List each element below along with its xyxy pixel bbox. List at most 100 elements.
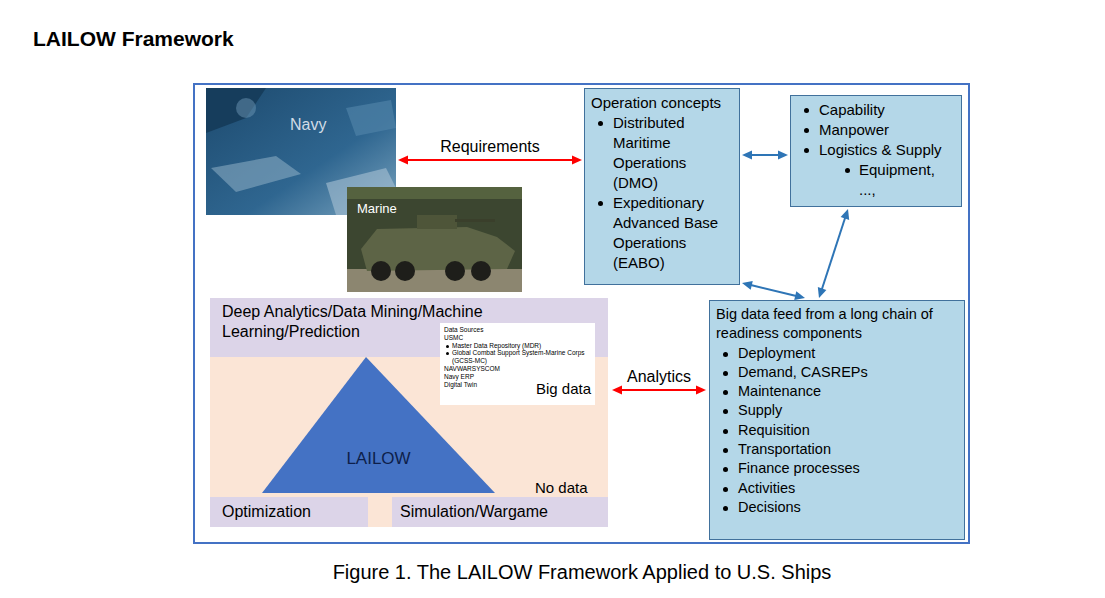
ship-shape [211, 156, 301, 192]
bullet-dot [804, 148, 809, 153]
panel-note: No data [535, 479, 588, 496]
bullet-dot [723, 506, 728, 511]
bullet-text: Capability [819, 100, 955, 120]
box-heading: Operation concepts [591, 93, 733, 113]
bullet-item: Transportation [716, 440, 958, 459]
bullet-text: Equipment, ..., [859, 160, 955, 200]
connector-line [751, 154, 779, 156]
box-text: Simulation/Wargame [400, 502, 598, 522]
concept-box: Operation conceptsDistributed Maritime O… [584, 88, 740, 285]
bullet-dot [723, 429, 728, 434]
wheel [471, 261, 491, 281]
bullet-text: Supply [738, 401, 958, 420]
analytics-panel: No dataDeep Analytics/Data Mining/Machin… [210, 298, 608, 527]
source-text: Navy ERP [444, 373, 591, 381]
edge-label: Analytics [625, 368, 693, 386]
bullet-item: Maintenance [716, 382, 958, 401]
connector [818, 209, 849, 298]
bullet-dot [804, 108, 809, 113]
bullet-item: Master Data Repository (MDR) [444, 342, 591, 350]
bullet-item: Manpower [797, 120, 955, 140]
photo-label: Navy [290, 116, 326, 134]
connector [742, 151, 788, 160]
arrow-head [778, 151, 788, 160]
bullet-item: Decisions [716, 498, 958, 517]
bullet-dot [446, 352, 449, 355]
arrow-head [794, 291, 805, 300]
trees [347, 187, 522, 199]
arrow-head [398, 156, 408, 165]
diagram-title: LAILOW Framework [33, 27, 234, 51]
triangle-fill [262, 357, 495, 493]
bullet-text: Maintenance [738, 382, 958, 401]
arrow-head [841, 209, 850, 220]
connector [742, 281, 805, 300]
bullet-dot [804, 128, 809, 133]
data-feed-box: Big data feed from a long chain of readi… [709, 300, 965, 540]
optimization-box: Optimization [210, 497, 368, 527]
resource-box: CapabilityManpowerLogistics & SupplyEqui… [790, 95, 962, 207]
bullet-item: Distributed Maritime Operations (DMO) [591, 113, 733, 193]
connector-line [822, 218, 845, 290]
bullet-dot [723, 467, 728, 472]
bullet-text: Deployment [738, 344, 958, 363]
bullet-text: Requisition [738, 421, 958, 440]
bullet-text: Logistics & Supply [819, 140, 955, 160]
bullet-dot [723, 487, 728, 492]
bullet-item: Demand, CASREPs [716, 363, 958, 382]
bullet-dot [723, 448, 728, 453]
wheel [445, 261, 465, 281]
lailow-triangle: LAILOW [262, 357, 495, 493]
bullet-dot [723, 371, 728, 376]
bullet-item: Expeditionary Advanced Base Operations (… [591, 193, 733, 273]
source-text: USMC [444, 334, 591, 342]
source-text: Data Sources [444, 326, 591, 334]
simulation-box: Simulation/Wargame [392, 497, 608, 527]
bullet-dot [845, 168, 850, 173]
shadow [206, 88, 266, 133]
trees [347, 187, 522, 292]
bullet-item: Supply [716, 401, 958, 420]
triangle-shape [262, 357, 495, 493]
triangle-label: LAILOW [262, 449, 495, 469]
source-text: NAVWARSYSCOM [444, 365, 591, 373]
arrow-head [742, 281, 753, 290]
arrow-head [612, 386, 622, 395]
arrow-head [742, 151, 752, 160]
connector-line [621, 389, 697, 391]
ship-shape [346, 100, 396, 136]
bullet-dot [723, 409, 728, 414]
bullet-text: Manpower [819, 120, 955, 140]
bullet-text: Decisions [738, 498, 958, 517]
edge-label: Requirements [438, 138, 542, 156]
bullet-item: Capability [797, 100, 955, 120]
box-heading: Big data feed from a long chain of readi… [716, 305, 958, 344]
arrow-head [572, 156, 582, 165]
glare [236, 98, 256, 118]
bullet-dot [446, 345, 449, 348]
data-sources-box: Data SourcesUSMCMaster Data Repository (… [440, 323, 595, 405]
bullet-text: Activities [738, 479, 958, 498]
connector-line [407, 159, 573, 161]
arrow-head [696, 386, 706, 395]
photo-label: Marine [357, 201, 397, 216]
bullet-item: Activities [716, 479, 958, 498]
bullet-item: Finance processes [716, 459, 958, 478]
source-text: Global Combat Support System-Marine Corp… [452, 349, 591, 365]
navy-photo: Navy [206, 88, 396, 215]
bullet-dot [723, 390, 728, 395]
bullet-item: Logistics & Supply [797, 140, 955, 160]
source-text: Master Data Repository (MDR) [452, 342, 591, 350]
connector-line [751, 285, 796, 296]
bullet-text: Finance processes [738, 459, 958, 478]
bullet-text: Demand, CASREPs [738, 363, 958, 382]
wheel [395, 261, 415, 281]
bullet-dot [598, 201, 603, 206]
bullet-item: Equipment, ..., [797, 160, 955, 200]
bullet-text: Distributed Maritime Operations (DMO) [613, 113, 733, 193]
bullet-item: Deployment [716, 344, 958, 363]
figure-caption: Figure 1. The LAILOW Framework Applied t… [0, 561, 1105, 584]
bullet-text: Transportation [738, 440, 958, 459]
wheel [371, 261, 391, 281]
